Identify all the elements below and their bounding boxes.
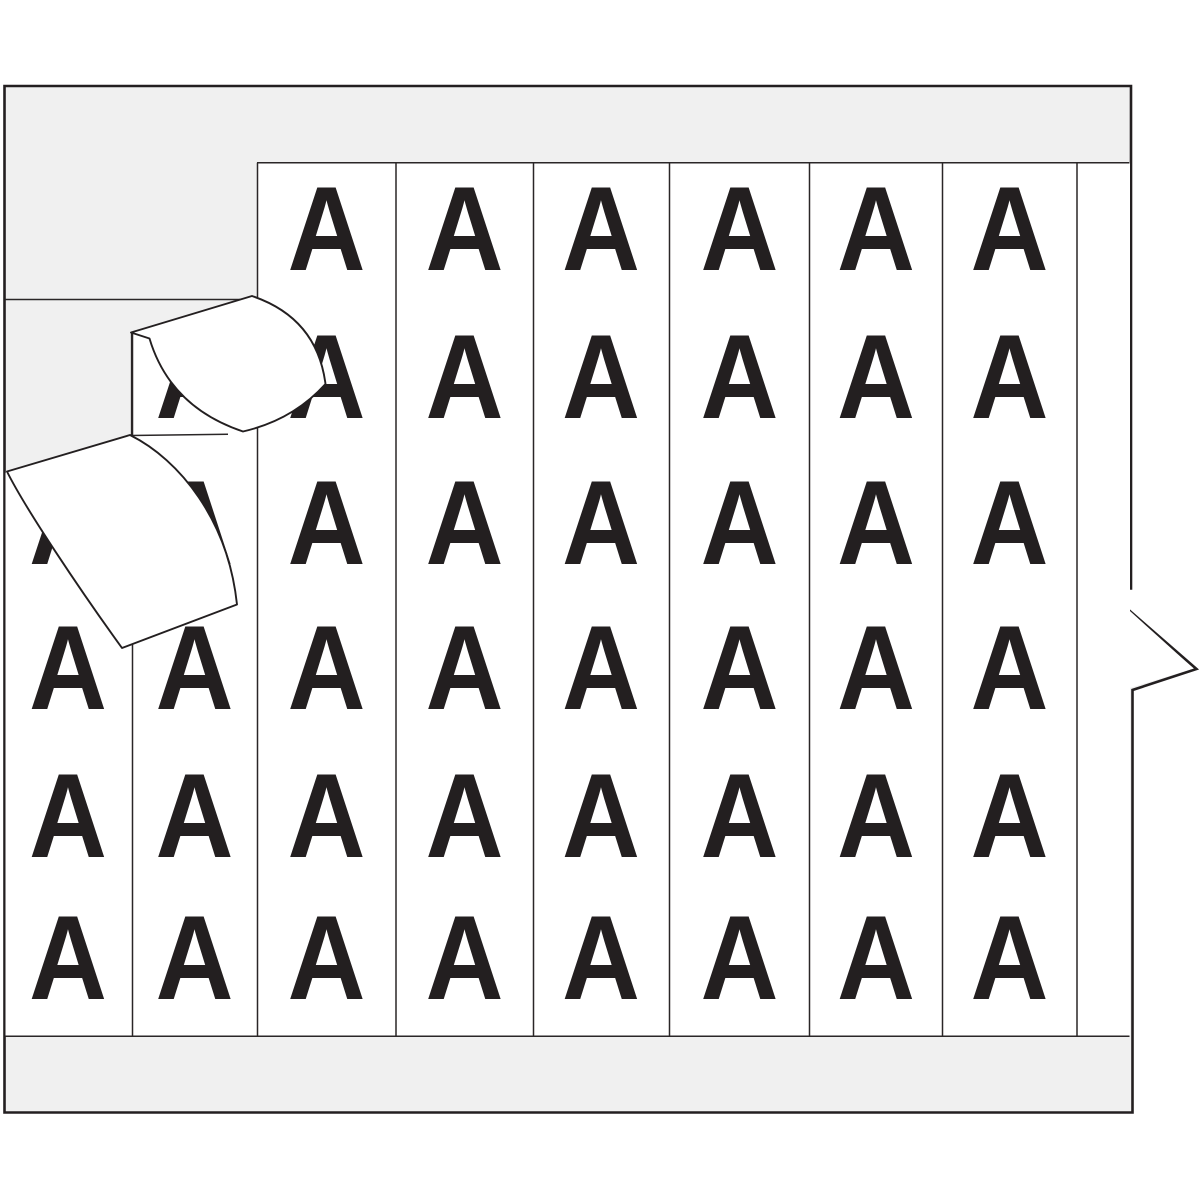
label-letter: A <box>837 162 915 296</box>
notch-tab-fill <box>1106 589 1194 688</box>
label-letter: A <box>701 601 779 735</box>
label-letter: A <box>156 749 234 883</box>
label-letter: A <box>971 310 1049 444</box>
label-letter: A <box>971 162 1049 296</box>
label-letter: A <box>971 601 1049 735</box>
label-letter: A <box>701 310 779 444</box>
label-letter: A <box>426 891 504 1025</box>
strip-separator-lines <box>5 162 1130 1037</box>
peeled-label-lower <box>6 434 238 649</box>
label-letter: A <box>288 601 366 735</box>
label-letter: A <box>562 162 640 296</box>
label-letter: A <box>29 891 107 1025</box>
label-letter: A <box>288 456 366 590</box>
peeled-label-upper <box>130 295 327 433</box>
label-letter: A <box>971 749 1049 883</box>
label-letter: A <box>837 749 915 883</box>
label-sheet <box>257 162 1130 1036</box>
peel-footprint-lines <box>130 332 229 437</box>
label-letter: A <box>562 601 640 735</box>
label-letter: A <box>288 891 366 1025</box>
label-letter: A <box>971 891 1049 1025</box>
label-letter: A <box>156 891 234 1025</box>
label-letter: A <box>288 749 366 883</box>
label-letter: A <box>701 749 779 883</box>
label-letter: A <box>837 310 915 444</box>
label-letter: A <box>701 891 779 1025</box>
label-letter: A <box>837 456 915 590</box>
label-letter: A <box>426 162 504 296</box>
label-letter: A <box>426 310 504 444</box>
label-letter: A <box>701 456 779 590</box>
label-letter: A <box>29 749 107 883</box>
label-letter: A <box>562 310 640 444</box>
label-letter: A <box>288 162 366 296</box>
label-letter: A <box>701 162 779 296</box>
footprint-bottom-edge <box>130 433 229 437</box>
label-letter: A <box>837 891 915 1025</box>
label-letter: A <box>426 749 504 883</box>
label-letter: A <box>562 891 640 1025</box>
label-letter: A <box>971 456 1049 590</box>
label-letter: A <box>837 601 915 735</box>
label-letter: A <box>29 601 107 735</box>
label-letter: A <box>562 456 640 590</box>
label-letter: A <box>426 601 504 735</box>
label-letter: A <box>426 456 504 590</box>
label-letter: A <box>562 749 640 883</box>
